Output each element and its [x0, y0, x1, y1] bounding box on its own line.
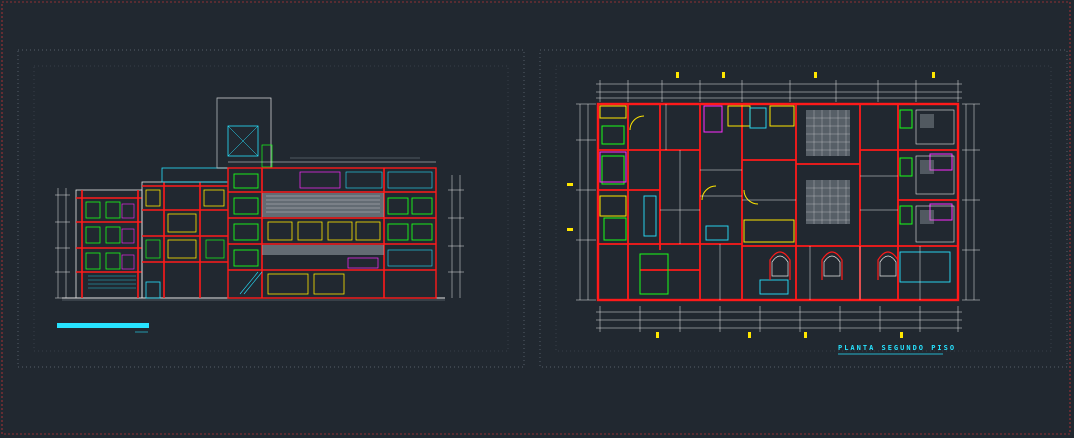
sheet-title: PLANTA SEGUNDO PISO [838, 344, 957, 352]
building-section [55, 97, 464, 301]
right-frame [539, 49, 1068, 368]
right-inner-frame [555, 65, 1052, 352]
left-frame [17, 49, 525, 368]
scale-bar [57, 323, 149, 328]
tiled-room [806, 110, 850, 224]
left-inner-frame [33, 65, 509, 352]
floor-plan [567, 72, 980, 338]
